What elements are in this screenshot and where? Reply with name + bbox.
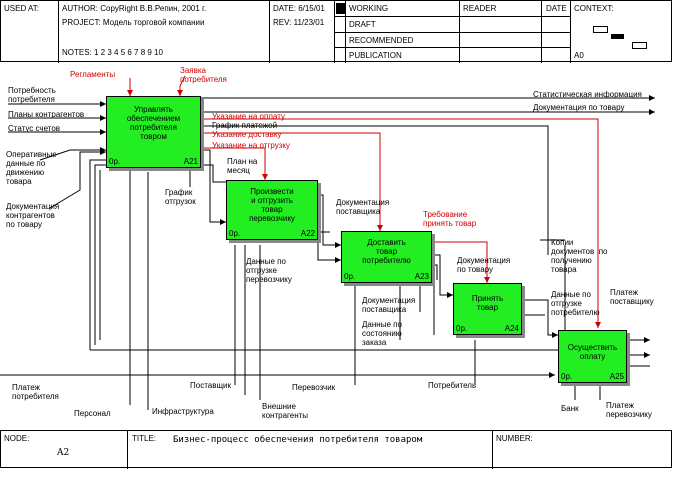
reader-date-divider xyxy=(541,1,542,63)
project-label: PROJECT: Модель торговой компании xyxy=(62,18,205,27)
notes-label: NOTES: 1 2 3 4 5 6 7 8 9 10 xyxy=(62,48,163,57)
activity-cost: 0р. xyxy=(561,372,573,381)
activity-cost: 0р. xyxy=(344,272,356,281)
status-draft: DRAFT xyxy=(349,20,376,29)
arrow-label: Указание на отгрузку xyxy=(212,141,290,150)
context-box-icon xyxy=(593,26,608,33)
activity-name: Произвести и отгрузить товар перевозчику xyxy=(249,187,295,223)
context-node: A0 xyxy=(574,51,584,60)
arrow-label: Указание на оплату xyxy=(212,112,285,121)
node-label: NODE: xyxy=(4,434,30,443)
activity-cost: 0р. xyxy=(109,157,121,166)
context-box-icon xyxy=(632,42,647,49)
status-row-divider xyxy=(334,32,460,33)
activity-node: A24 xyxy=(504,324,519,333)
arrow-label: Копии документов по получению товара xyxy=(551,238,608,274)
activity-node: A25 xyxy=(609,372,624,381)
arrow-label: Платеж потребителя xyxy=(12,383,59,401)
activity-box-a23[interactable]: Доставить товар потребителю 0р. A23 xyxy=(341,231,432,283)
reader-label: READER xyxy=(463,4,497,13)
arrow-label: Документация по товару xyxy=(457,256,511,274)
arrow-label: Документация контрагентов по товару xyxy=(6,202,60,229)
activity-box-a25[interactable]: Осуществить оплату 0р. A25 xyxy=(558,330,627,383)
arrow-label: Документация поставщика xyxy=(362,296,416,314)
node-value: A2 xyxy=(57,448,70,458)
arrow-label: Документация поставщика xyxy=(336,198,390,216)
arrow-label: Указание доставку xyxy=(212,130,282,139)
activity-name: Осуществить оплату xyxy=(567,343,618,361)
arrow-label: Регламенты xyxy=(70,70,116,79)
reader-row-divider xyxy=(459,47,571,48)
number-label: NUMBER: xyxy=(496,434,533,443)
arrow-label: Потребитель xyxy=(428,381,477,390)
arrow-label: Планы контрагентов xyxy=(8,110,85,119)
context-box-icon xyxy=(611,34,624,39)
activity-name: Принять товар xyxy=(471,294,504,312)
arrow-label: Статус счетов xyxy=(8,124,61,133)
header-frame: USED AT: AUTHOR: CopyRight В.В.Репин, 20… xyxy=(0,0,672,63)
status-row-divider xyxy=(334,16,460,17)
arrow-label: Требование принять товар xyxy=(423,210,477,228)
footer-frame: NODE: A2 TITLE: Бизнес-процесс обеспечен… xyxy=(0,430,672,469)
author-cell xyxy=(58,1,270,63)
status-checkbox-column xyxy=(345,1,346,63)
rev-label: REV: 11/23/01 xyxy=(273,18,325,27)
arrow-label: Документация по товару xyxy=(533,103,625,112)
used-at-label: USED AT: xyxy=(4,4,39,13)
status-row-divider xyxy=(334,47,460,48)
arrow-label: Оперативные данные по движению товара xyxy=(6,150,57,186)
activity-name: Управлять обеспечением потребителя товро… xyxy=(126,105,181,141)
activity-node: A22 xyxy=(300,229,315,238)
arrow-label: Данные по состоянию заказа xyxy=(362,320,402,347)
number-cell xyxy=(492,431,493,469)
arrow-label: Перевозчик xyxy=(292,383,336,392)
diagram-title: Бизнес-процесс обеспечения потребителя т… xyxy=(173,435,423,445)
arrow-label: Поставщик xyxy=(190,381,232,390)
arrow-label: Инфраструктура xyxy=(152,407,214,416)
arrow-label: Данные по отгрузке потребителю xyxy=(551,290,600,317)
arrow-label: График отгрузок xyxy=(165,188,196,206)
activity-cost: 0р. xyxy=(229,229,241,238)
status-publication: PUBLICATION xyxy=(349,51,402,60)
reader-row-divider xyxy=(459,16,571,17)
arrow-label: Статистическая информация xyxy=(533,90,642,99)
status-working: WORKING xyxy=(349,4,389,13)
author-label: AUTHOR: CopyRight В.В.Репин, 2001 г. xyxy=(62,4,207,13)
reader-row-divider xyxy=(459,32,571,33)
activity-node: A23 xyxy=(414,272,429,281)
status-recommended: RECOMMENDED xyxy=(349,36,414,45)
activity-box-a22[interactable]: Произвести и отгрузить товар перевозчику… xyxy=(226,180,318,240)
activity-node: A21 xyxy=(183,157,198,166)
arrow-label: Данные по отгрузке перевозчику xyxy=(246,257,292,284)
arrow-label: План на месяц xyxy=(227,157,258,175)
context-label: CONTEXT: xyxy=(574,4,614,13)
node-cell xyxy=(1,431,128,469)
arrow-label: Потребность потребителя xyxy=(8,86,56,104)
arrow-label: Банк xyxy=(561,404,579,413)
date-label: DATE: 6/15/01 xyxy=(273,4,325,13)
reader-date-label: DATE xyxy=(546,4,567,13)
arrow-label: Заявка потребителя xyxy=(180,66,227,84)
activity-name: Доставить товар потребителю xyxy=(362,238,411,265)
activity-cost: 0р. xyxy=(456,324,468,333)
working-marker xyxy=(336,3,345,14)
arrow-label: Внешние контрагенты xyxy=(262,402,309,420)
used-at-cell xyxy=(1,1,59,63)
title-label: TITLE: xyxy=(132,434,157,443)
activity-box-a24[interactable]: Принять товар 0р. A24 xyxy=(453,283,522,335)
arrow-label: Платеж поставщику xyxy=(610,288,654,306)
arrow-label: График платежей xyxy=(212,121,278,130)
arrow-label: Персонал xyxy=(74,409,111,418)
arrow-label: Платеж перевозчику xyxy=(606,401,652,419)
activity-box-a21[interactable]: Управлять обеспечением потребителя товро… xyxy=(106,96,201,168)
